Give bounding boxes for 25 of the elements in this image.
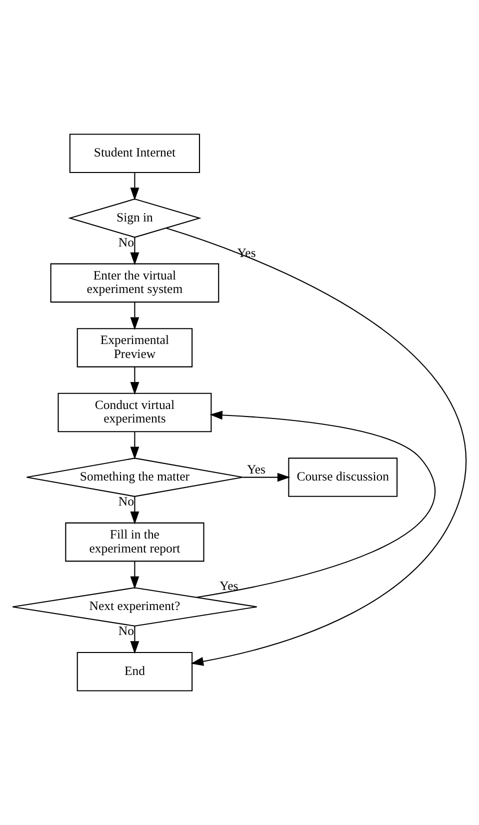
arrow bbox=[130, 496, 140, 524]
node-box: Enter the virtual experiment system bbox=[50, 263, 220, 303]
arrow bbox=[196, 410, 436, 598]
edge-label: Yes bbox=[246, 462, 266, 477]
node-box: Experimental Preview bbox=[76, 328, 193, 368]
arrow bbox=[166, 228, 466, 666]
edge-label: No bbox=[118, 494, 134, 509]
edge-label: No bbox=[118, 624, 134, 638]
edge-label: No bbox=[118, 236, 134, 250]
node-diamond: Something the matter bbox=[26, 458, 244, 497]
arrow bbox=[130, 172, 140, 200]
node-box: End bbox=[76, 652, 193, 692]
arrow bbox=[130, 626, 140, 654]
node-box: Course discussion bbox=[288, 458, 398, 497]
arrow bbox=[130, 561, 140, 590]
edge-label: Yes bbox=[237, 246, 256, 260]
arrow bbox=[130, 366, 140, 395]
arrow bbox=[130, 302, 140, 330]
node-diamond: Sign in bbox=[68, 198, 202, 238]
arrow bbox=[130, 237, 140, 266]
node-box: Student Internet bbox=[69, 134, 200, 173]
arrow bbox=[130, 432, 140, 460]
arrow bbox=[242, 472, 290, 482]
node-box: Conduct virtual experiments bbox=[58, 392, 212, 432]
node-box: Fill in the experiment report bbox=[65, 522, 204, 562]
